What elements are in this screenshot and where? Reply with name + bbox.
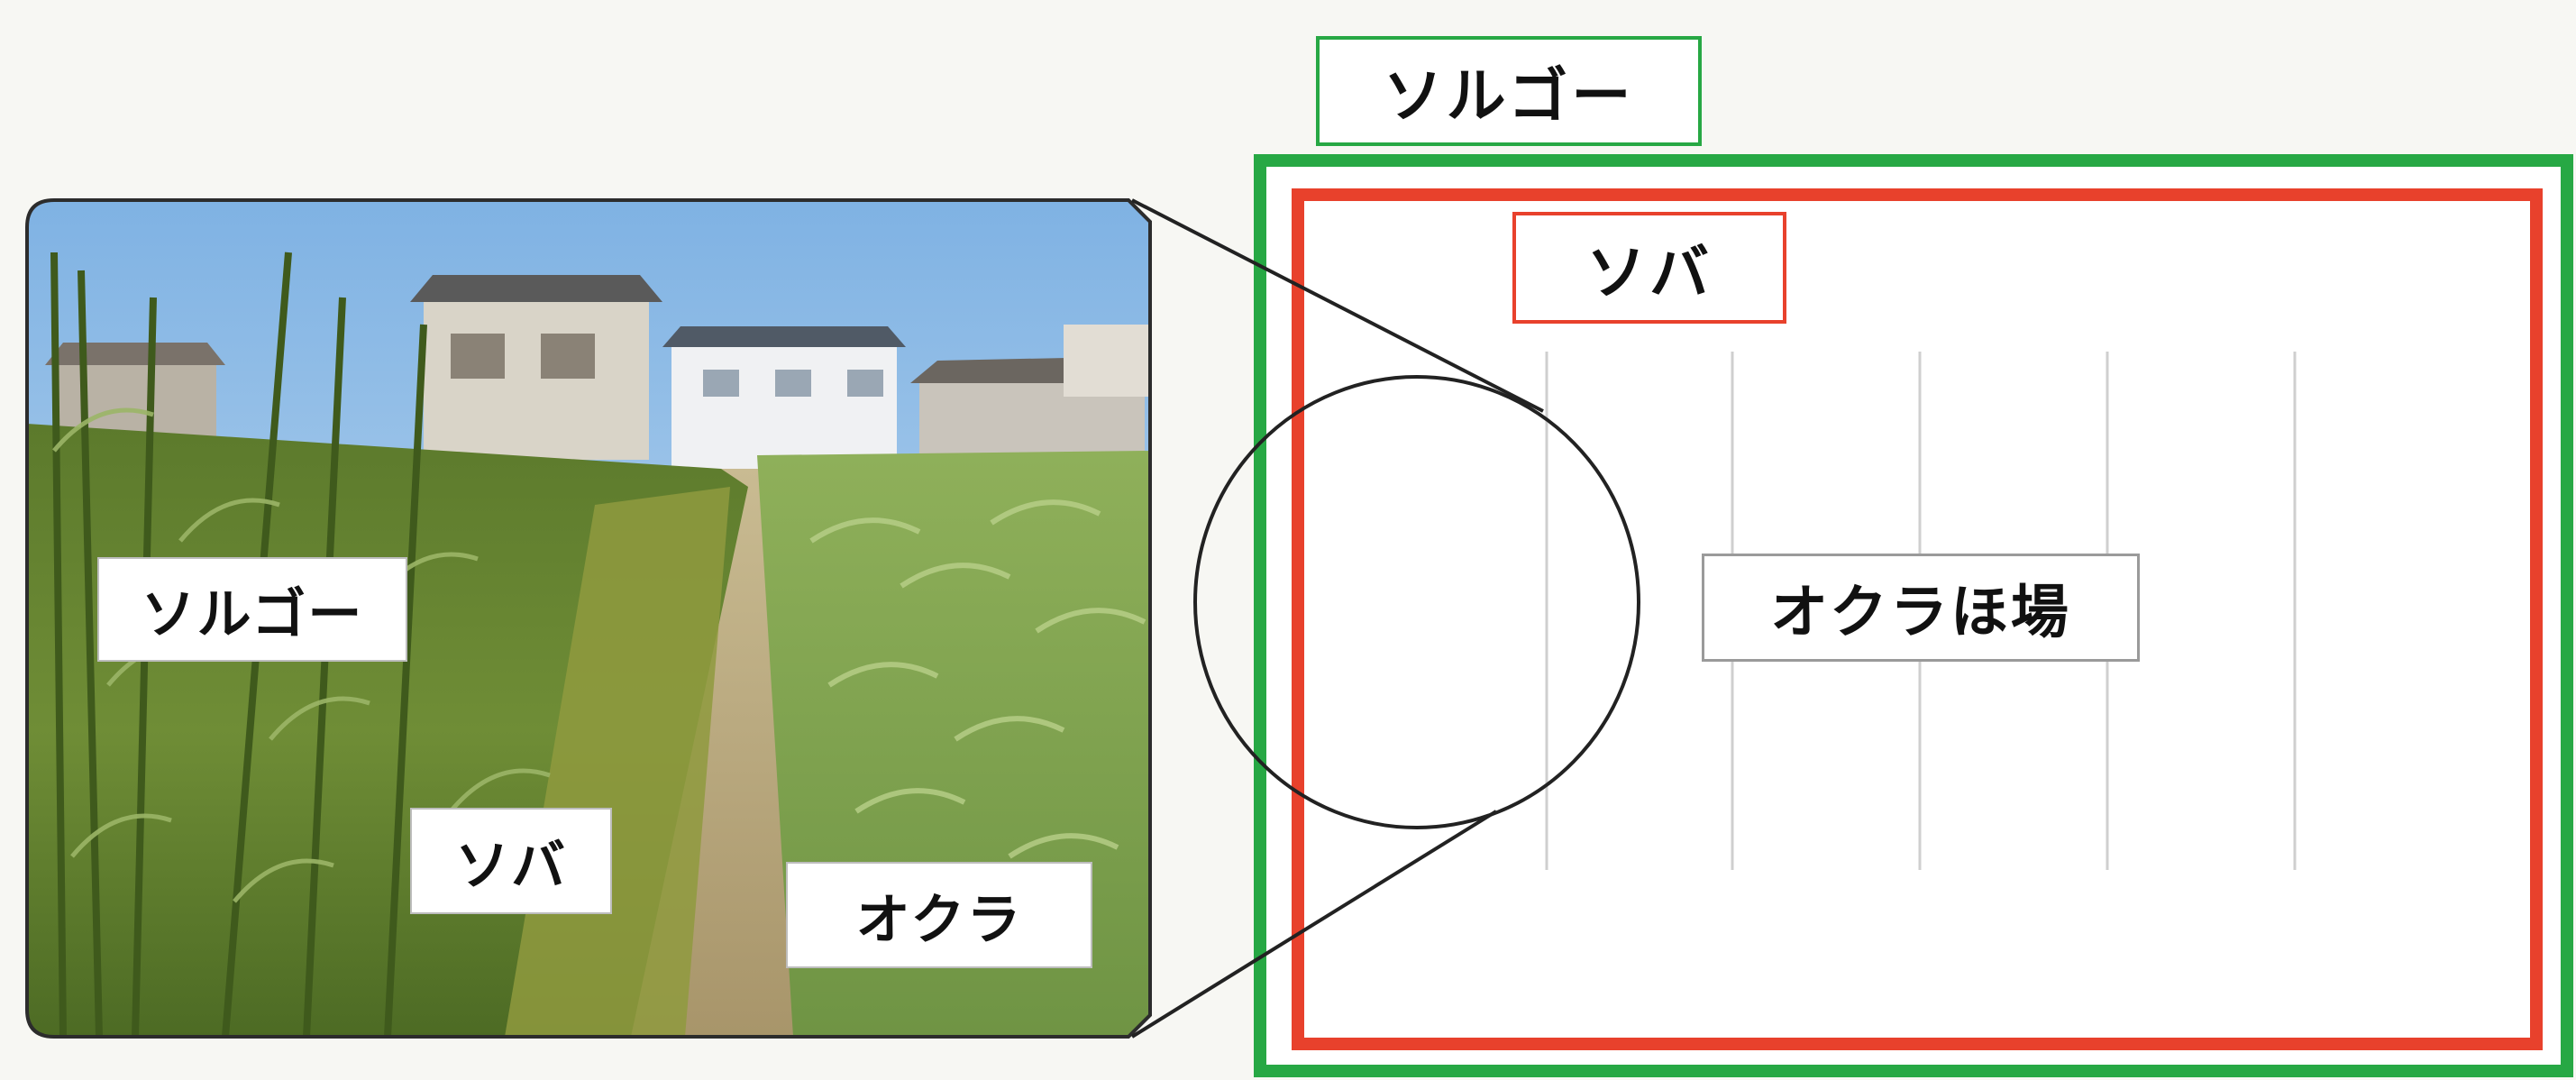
photo-label-okra: オクラ — [786, 862, 1092, 968]
photo-frame — [25, 198, 1152, 1039]
zoom-line-top — [1131, 198, 1544, 413]
zoom-circle — [1193, 375, 1640, 829]
diagram-label-okra-field: オクラほ場 — [1702, 554, 2140, 662]
zoom-line-bottom — [1130, 810, 1498, 1039]
diagram-label-sorgo: ソルゴー — [1316, 36, 1702, 146]
photo-label-sorgo: ソルゴー — [97, 557, 407, 662]
photo-label-soba: ソバ — [410, 808, 612, 914]
diagram-label-soba: ソバ — [1512, 212, 1786, 324]
